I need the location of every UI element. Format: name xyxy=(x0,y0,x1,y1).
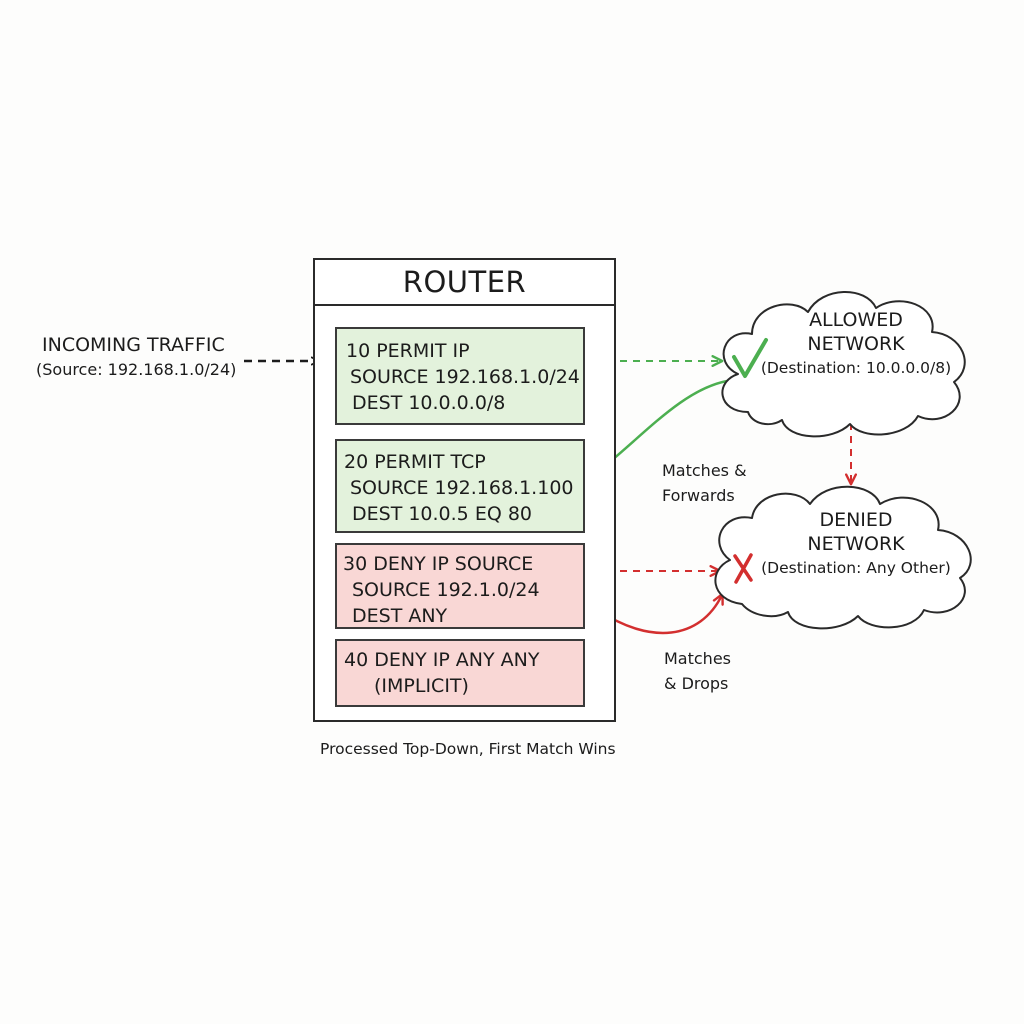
rule-10-dest: DEST 10.0.0.0/8 xyxy=(352,392,506,414)
drop-annotation-line-1: Matches xyxy=(664,649,731,668)
denied-network-label: DENIED NETWORK (Destination: Any Other) xyxy=(756,508,956,580)
denied-network-name-2: NETWORK xyxy=(807,533,905,555)
processing-order-note: Processed Top-Down, First Match Wins xyxy=(320,740,616,758)
rule-20-dest: DEST 10.0.5 EQ 80 xyxy=(352,503,532,525)
acl-rule-20: 20 PERMIT TCP SOURCE 192.168.1.100 DEST … xyxy=(335,439,585,533)
rule-40-implicit: (IMPLICIT) xyxy=(374,675,469,697)
denied-network-cloud xyxy=(714,485,972,630)
router-title: ROUTER xyxy=(315,260,614,306)
x-mark-icon xyxy=(733,553,753,584)
drop-annotation: Matches & Drops xyxy=(664,646,731,696)
acl-rule-10: 10 PERMIT IP SOURCE 192.168.1.0/24 DEST … xyxy=(335,327,585,425)
rule-30-action: 30 DENY IP SOURCE xyxy=(343,553,534,575)
incoming-traffic-title: INCOMING TRAFFIC xyxy=(42,334,225,356)
allowed-network-name-2: NETWORK xyxy=(807,333,905,355)
acl-rule-40: 40 DENY IP ANY ANY (IMPLICIT) xyxy=(335,639,585,707)
rule-30-source: SOURCE 192.1.0/24 xyxy=(352,579,540,601)
deny-curved-arrow xyxy=(595,592,724,635)
allowed-network-label: ALLOWED NETWORK (Destination: 10.0.0.0/8… xyxy=(756,308,956,380)
denied-network-destination: (Destination: Any Other) xyxy=(761,559,951,577)
forward-annotation-line-1: Matches & xyxy=(662,461,747,480)
forward-annotation-line-2: Forwards xyxy=(662,486,735,505)
drop-annotation-line-2: & Drops xyxy=(664,674,729,693)
check-icon xyxy=(732,338,768,378)
allowed-network-destination: (Destination: 10.0.0.0/8) xyxy=(760,359,952,377)
incoming-traffic-source: (Source: 192.168.1.0/24) xyxy=(36,360,237,379)
allowed-network-cloud xyxy=(721,291,966,438)
acl-rule-30: 30 DENY IP SOURCE SOURCE 192.1.0/24 DEST… xyxy=(335,543,585,629)
rule-10-source: SOURCE 192.168.1.0/24 xyxy=(350,366,580,388)
rule-10-action: 10 PERMIT IP xyxy=(346,340,470,362)
rule-30-dest: DEST ANY xyxy=(352,605,448,627)
rule-20-action: 20 PERMIT TCP xyxy=(344,451,486,473)
rule-40-action: 40 DENY IP ANY ANY xyxy=(344,649,540,671)
rule-20-source: SOURCE 192.168.1.100 xyxy=(350,477,574,499)
forward-annotation: Matches & Forwards xyxy=(662,458,747,508)
allowed-network-name-1: ALLOWED xyxy=(809,309,903,331)
denied-network-name-1: DENIED xyxy=(819,509,893,531)
